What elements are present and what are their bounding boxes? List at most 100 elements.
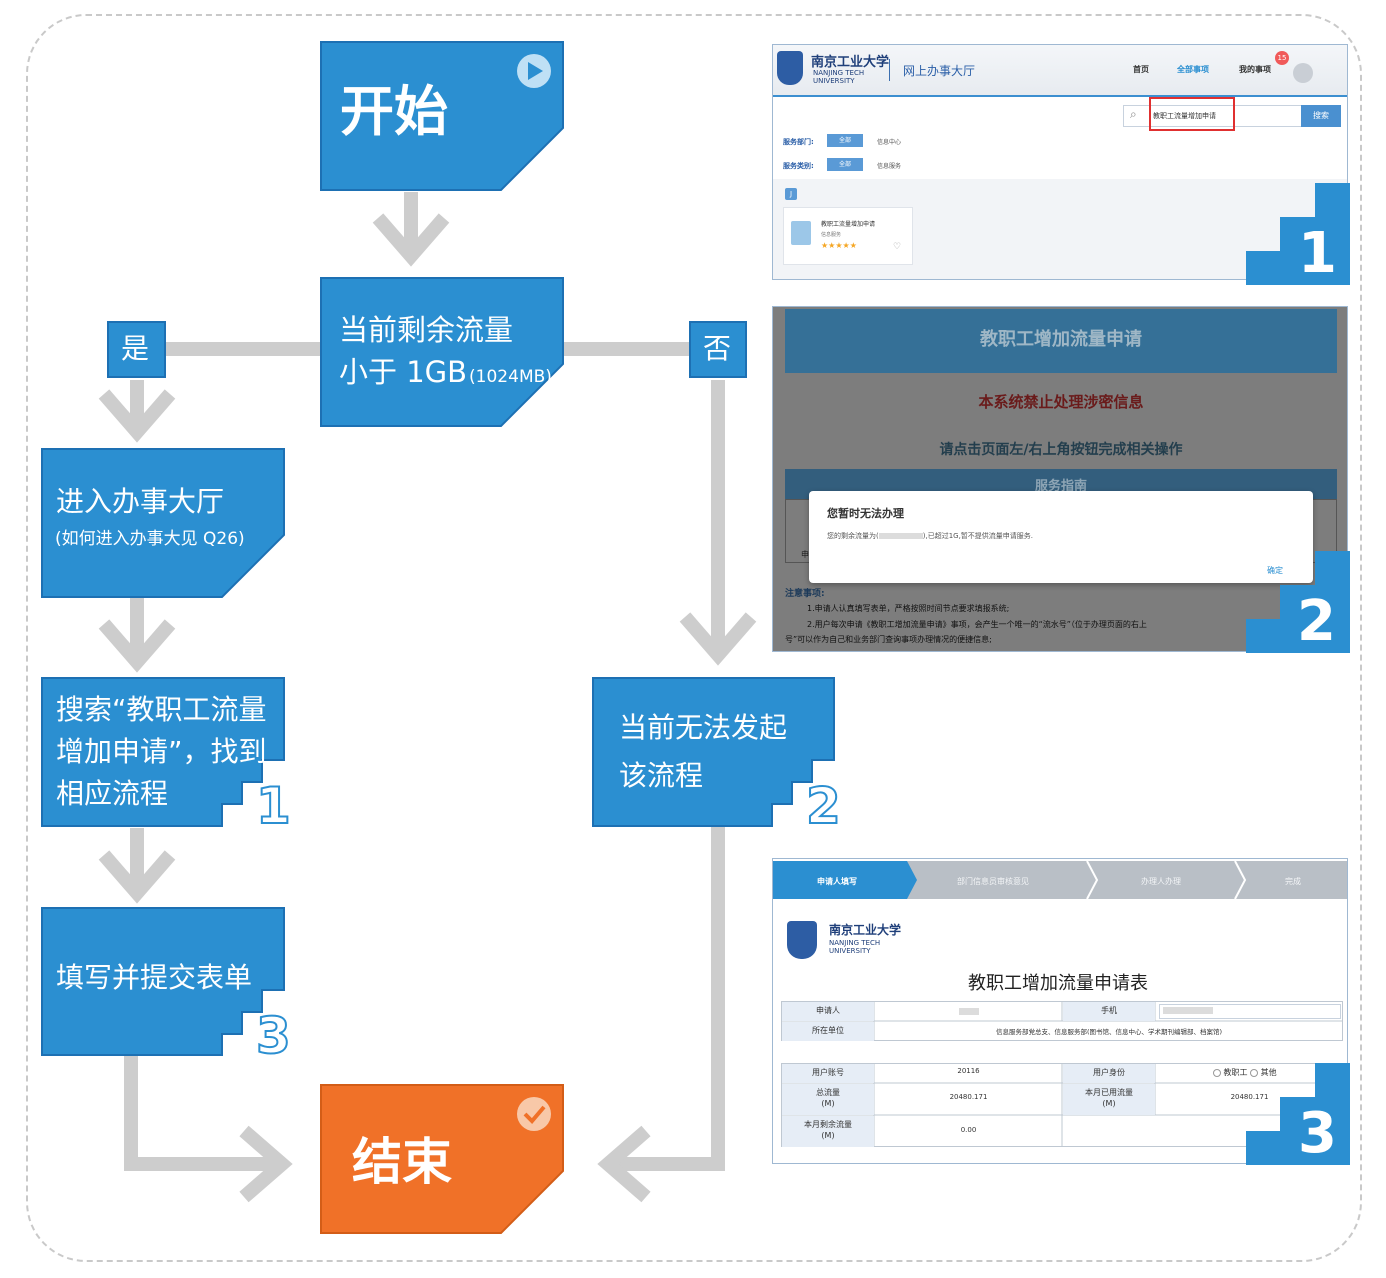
shot2-dialog-ok-button[interactable]: 确定 bbox=[1267, 566, 1283, 575]
shot2-notes-title: 注意事项: bbox=[785, 589, 825, 599]
shot1-header bbox=[773, 45, 1347, 97]
arrowhead-fill-end bbox=[239, 1125, 293, 1203]
shot3-label-identity: 用户身份 bbox=[1093, 1068, 1125, 1077]
shot3-used-value: 20480.171 bbox=[1230, 1093, 1269, 1101]
decision-line2: 小于 1GB(1024MB) bbox=[339, 354, 552, 395]
arrowhead-no-cannot bbox=[679, 612, 757, 666]
shot3-step-2: 部门信息员审核意见 bbox=[957, 877, 1029, 886]
shot2-dialog-text-a: 您的剩余流量为( bbox=[827, 532, 879, 540]
shot2-title: 教职工增加流量申请 bbox=[980, 329, 1142, 350]
end-box bbox=[320, 1084, 564, 1234]
shot2-note3: 号”可以作为自己和业务部门查询事项办理情况的便捷信息; bbox=[785, 635, 992, 644]
shot2-hint: 请点击页面左/右上角按钮完成相关操作 bbox=[939, 442, 1183, 458]
shot1-avatar[interactable] bbox=[1293, 63, 1313, 83]
shot1-logo-icon bbox=[777, 51, 803, 85]
shot1-letter: J bbox=[785, 188, 797, 200]
shot3-label-used-a: 本月已用流量 bbox=[1085, 1088, 1133, 1097]
shot3-logo-icon bbox=[787, 921, 817, 959]
shot1-nav-all[interactable]: 全部事项 bbox=[1177, 65, 1209, 74]
screenshot-1: 南京工业大学 NANJING TECH UNIVERSITY 网上办事大厅 首页… bbox=[772, 44, 1348, 280]
step-badge-2-number: 2 bbox=[1297, 589, 1336, 654]
yes-label-box bbox=[107, 321, 166, 378]
shot3-applicant-blur bbox=[959, 1008, 979, 1015]
shot1-nav-home[interactable]: 首页 bbox=[1133, 65, 1149, 74]
step-number-3: 3 bbox=[255, 1007, 292, 1065]
shot3-form-title: 教职工增加流量申请表 bbox=[968, 973, 1148, 994]
shot3-label-total-b: (M) bbox=[821, 1099, 835, 1108]
arrowhead-cannot-end bbox=[597, 1125, 651, 1203]
step-badge-2 bbox=[1246, 551, 1350, 653]
shot1-cat-label: 服务类别: bbox=[783, 162, 814, 170]
shot3-univ-en1: NANJING TECH bbox=[829, 939, 881, 947]
shot2-title-bar bbox=[785, 309, 1337, 373]
shot3-step-3: 办理人办理 bbox=[1141, 877, 1181, 886]
shot1-search-highlight bbox=[1149, 97, 1235, 131]
cannot-line1: 当前无法发起 bbox=[619, 711, 788, 744]
shot1-cat-all[interactable]: 全部 bbox=[827, 158, 863, 171]
shot2-note2: 2.用户每次申请《教职工增加流量申请》事项，会产生一个唯一的“流水号”（位于办理… bbox=[807, 620, 1147, 629]
decision-line1: 当前剩余流量 bbox=[339, 313, 514, 347]
shot1-univ-en1: NANJING TECH bbox=[813, 69, 865, 77]
arrowhead-search-fill bbox=[98, 850, 176, 904]
step-number-1: 1 bbox=[255, 777, 292, 835]
shot3-radio-staff[interactable] bbox=[1213, 1068, 1221, 1077]
shot1-univ-cn: 南京工业大学 bbox=[811, 55, 890, 70]
shot1-univ-en2: UNIVERSITY bbox=[813, 77, 855, 85]
search-box bbox=[41, 677, 285, 827]
check-icon bbox=[517, 1097, 551, 1131]
decision-line2-small: (1024MB) bbox=[469, 367, 552, 387]
enter-hall-note: (如何进入办事大见 Q26) bbox=[55, 529, 245, 549]
arrowhead-hall-search bbox=[98, 619, 176, 673]
screenshot-3: 申请人填写 部门信息员审核意见 办理人办理 完成 南京工业大学 NANJING … bbox=[772, 858, 1348, 1164]
decision-box bbox=[320, 277, 564, 427]
arrowhead-yes-hall bbox=[98, 389, 176, 443]
shot1-nav-mine[interactable]: 我的事项 bbox=[1239, 65, 1271, 74]
shot2-dialog-title: 您暂时无法办理 bbox=[827, 507, 904, 520]
shot2-side-char: 申 bbox=[801, 550, 809, 559]
screenshot-2: 教职工增加流量申请 本系统禁止处理涉密信息 请点击页面左/右上角按钮完成相关操作… bbox=[772, 306, 1348, 652]
shot1-badge: 15 bbox=[1275, 51, 1289, 65]
fill-form-label: 填写并提交表单 bbox=[56, 961, 253, 994]
shot1-heart-icon[interactable]: ♡ bbox=[893, 242, 902, 252]
start-label: 开始 bbox=[340, 80, 448, 143]
shot1-card-title: 教职工流量增加申请 bbox=[821, 221, 876, 228]
shot1-divider bbox=[889, 59, 890, 81]
arrowhead-start-decision bbox=[372, 213, 450, 267]
step-badge-3 bbox=[1246, 1063, 1350, 1165]
connector-fill-end bbox=[124, 1055, 282, 1171]
shot3-unit-value: 信息服务部党总支、信息服务部(图书馆、信息中心、学术期刊编辑部、档案馆) bbox=[995, 1028, 1223, 1036]
shot3-step-1: 申请人填写 bbox=[817, 877, 857, 886]
shot3-radio-staff-label: 教职工 bbox=[1223, 1068, 1248, 1077]
shot3-step-4: 完成 bbox=[1285, 877, 1301, 886]
shot3-account-value: 20116 bbox=[957, 1067, 980, 1075]
shot1-portal: 网上办事大厅 bbox=[903, 64, 976, 78]
shot1-card-icon bbox=[791, 221, 811, 245]
end-label: 结束 bbox=[352, 1133, 452, 1191]
shot3-label-remain-b: (M) bbox=[821, 1131, 835, 1140]
cannot-line2: 该流程 bbox=[619, 759, 704, 792]
shot3-label-used-b: (M) bbox=[1102, 1099, 1116, 1108]
shot3-label-unit: 所在单位 bbox=[812, 1026, 844, 1035]
shot1-dept-all[interactable]: 全部 bbox=[827, 134, 863, 147]
shot2-note1: 1.申请人认真填写表单，严格按照时间节点要求填报系统; bbox=[807, 604, 1010, 613]
shot3-label-phone: 手机 bbox=[1101, 1006, 1117, 1015]
shot3-label-remain-a: 本月剩余流量 bbox=[804, 1120, 852, 1129]
shot1-card-sub: 信息服务 bbox=[821, 232, 842, 238]
shot3-grid bbox=[781, 1001, 1343, 1147]
shot1-card-stars: ★★★★★ bbox=[821, 241, 857, 250]
shot3-label-account: 用户账号 bbox=[812, 1068, 844, 1077]
step-badge-1-number: 1 bbox=[1298, 221, 1337, 286]
shot3-total-value: 20480.171 bbox=[949, 1093, 988, 1101]
shot2-warning: 本系统禁止处理涉密信息 bbox=[978, 393, 1144, 411]
shot3-radio-other[interactable] bbox=[1250, 1068, 1259, 1077]
enter-hall-box bbox=[41, 448, 285, 598]
search-line3: 相应流程 bbox=[56, 777, 169, 810]
shot1-dept-opt[interactable]: 信息中心 bbox=[877, 139, 902, 146]
decision-line2-main: 小于 1GB bbox=[339, 355, 468, 389]
shot3-univ-en2: UNIVERSITY bbox=[829, 947, 871, 955]
no-label: 否 bbox=[703, 332, 732, 365]
shot1-cat-opt[interactable]: 信息服务 bbox=[877, 163, 902, 170]
dashed-frame bbox=[26, 14, 1362, 1262]
shot1-search-button[interactable]: 搜索 bbox=[1301, 105, 1341, 127]
